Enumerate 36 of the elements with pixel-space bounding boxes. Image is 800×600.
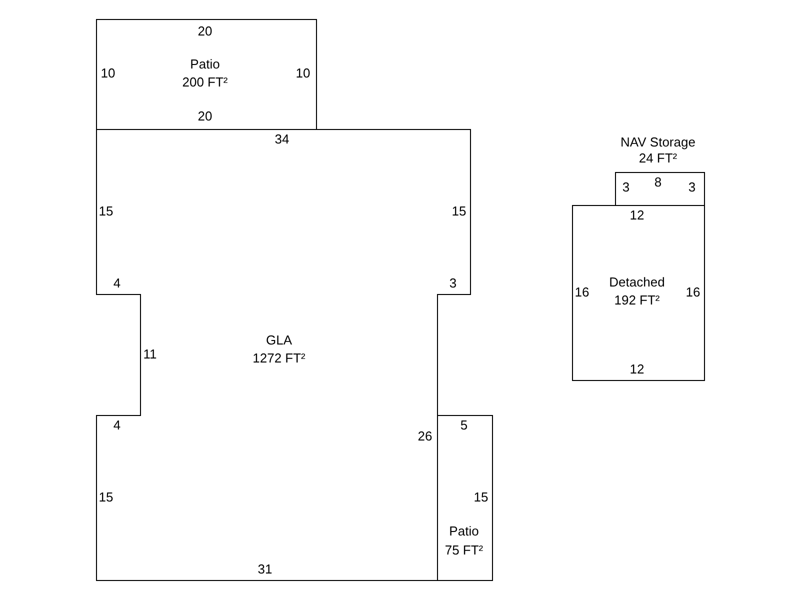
- area-name: Patio: [449, 524, 479, 538]
- dimension-label: 3: [688, 180, 696, 194]
- dimension-label: 10: [296, 66, 310, 80]
- dimension-label: 34: [274, 132, 290, 146]
- dimension-label: 16: [574, 284, 590, 300]
- area-size: 200 FT²: [182, 74, 228, 90]
- floor-area: [437, 415, 492, 580]
- area-size: 24 FT²: [638, 150, 678, 166]
- area-name: Patio: [190, 56, 220, 72]
- dimension-label: 20: [198, 108, 212, 124]
- area-name: GLA: [266, 332, 292, 348]
- dimension-label: 26: [418, 428, 432, 444]
- dimension-label: 8: [654, 174, 662, 190]
- floor-area: [96, 19, 316, 129]
- area-name: NAV Storage: [620, 134, 696, 150]
- dimension-label: 12: [630, 208, 644, 222]
- dimension-label: 3: [622, 180, 630, 194]
- dimension-label: 4: [113, 418, 121, 432]
- dimension-label: 15: [452, 204, 466, 218]
- floor-area: [572, 205, 704, 380]
- dimension-label: 15: [98, 204, 114, 218]
- dimension-label: 3: [449, 276, 457, 290]
- dimension-label: 5: [460, 418, 468, 432]
- dimension-label: 20: [198, 24, 212, 38]
- area-size: 192 FT²: [614, 292, 660, 308]
- area-size: 1272 FT²: [252, 350, 306, 366]
- dimension-label: 15: [474, 490, 488, 504]
- dimension-label: 16: [686, 284, 700, 300]
- dimension-label: 15: [98, 490, 114, 504]
- dimension-label: 12: [630, 362, 644, 376]
- dimension-label: 11: [143, 346, 157, 362]
- area-size: 75 FT²: [444, 542, 484, 558]
- dimension-label: 31: [258, 562, 272, 576]
- area-name: Detached: [609, 274, 665, 290]
- dimension-label: 10: [100, 66, 116, 80]
- dimension-label: 4: [113, 276, 121, 290]
